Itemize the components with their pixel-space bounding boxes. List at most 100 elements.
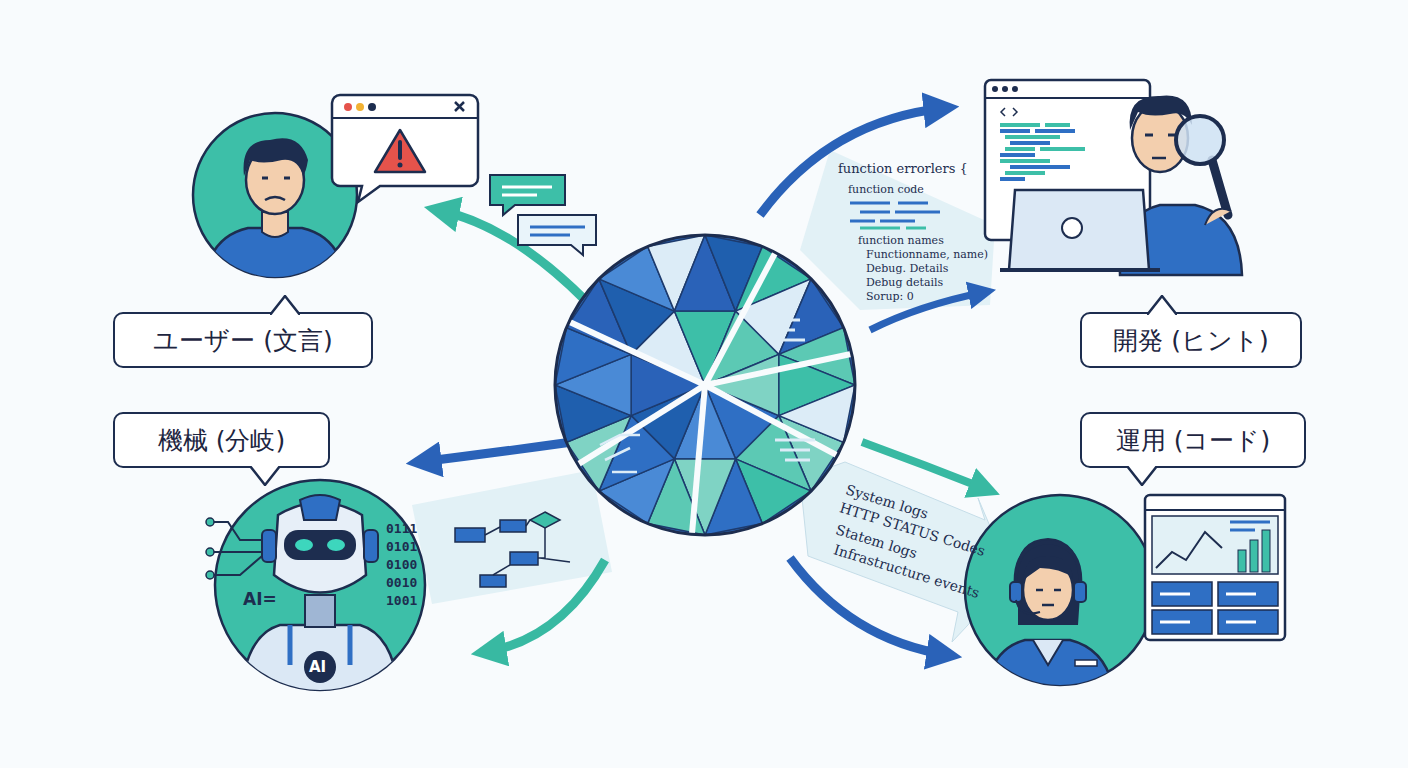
operator-figure <box>1016 542 1081 590</box>
ai-badge: AI <box>309 659 326 676</box>
circuit-lines <box>206 571 214 579</box>
developer-figure <box>1009 190 1149 270</box>
robot-figure <box>295 539 313 551</box>
operator-figure <box>965 495 1285 700</box>
flow-ribbon <box>510 552 538 565</box>
user-figure <box>244 138 308 176</box>
circuit-lines <box>212 522 262 575</box>
flow-arrow <box>485 560 605 652</box>
faceted-sphere <box>600 435 640 472</box>
user-figure <box>193 95 478 290</box>
binary-digits: 1001 <box>386 594 417 608</box>
robot-figure <box>262 530 276 562</box>
code-line: Sorup: 0 <box>866 291 914 303</box>
faceted-sphere <box>555 235 856 538</box>
bubble-tail <box>250 466 280 486</box>
robot-figure <box>364 530 378 562</box>
faceted-sphere <box>760 320 815 460</box>
code-line: function errorlers { <box>838 162 968 176</box>
operator-figure <box>1016 600 1040 614</box>
flow-arrow <box>420 442 572 462</box>
user-figure <box>344 103 352 111</box>
chat-bubble <box>502 187 552 195</box>
user-figure <box>332 117 478 119</box>
faceted-sphere <box>555 235 855 535</box>
binary-digits: 0101 <box>386 540 417 554</box>
flow-ribbon <box>530 512 560 528</box>
robot-figure <box>300 495 340 520</box>
faceted-sphere <box>574 385 705 467</box>
code-ribbon <box>800 150 995 310</box>
robot-figure <box>305 595 335 627</box>
operator-figure <box>1145 509 1285 511</box>
developer-figure <box>992 86 998 92</box>
bubble-label: ユーザー (文言) <box>153 324 332 357</box>
user-figure <box>398 163 403 168</box>
flow-ribbon <box>500 520 526 532</box>
developer-figure <box>1062 218 1082 238</box>
code-line: function names <box>858 235 944 247</box>
operator-figure <box>1075 660 1097 666</box>
faceted-sphere <box>705 353 856 385</box>
faceted-sphere <box>705 385 841 457</box>
developer-figure <box>1152 157 1166 160</box>
code-line: Debug details <box>866 277 943 289</box>
bubble-label: 運用 (コード) <box>1116 424 1270 457</box>
operator-figure <box>1238 550 1246 572</box>
developer-figure <box>1001 108 1017 116</box>
developer-figure <box>1000 268 1160 272</box>
user-figure <box>205 212 345 290</box>
code-ribbon <box>800 150 995 310</box>
robot-figure <box>304 651 336 683</box>
flow-arrow <box>420 108 988 655</box>
robot-figure <box>215 480 425 690</box>
callout-bubble: 機械 (分岐) <box>113 412 330 468</box>
chat-bubble <box>530 227 585 235</box>
developer-figure <box>985 80 1242 275</box>
operator-figure <box>1074 582 1086 602</box>
robot-figure <box>215 480 425 700</box>
flow-ribbon <box>485 520 570 575</box>
user-figure <box>356 103 364 111</box>
faceted-sphere <box>779 385 855 442</box>
faceted-sphere <box>555 235 855 535</box>
binary-digits: 0100 <box>386 558 417 572</box>
circuit-lines <box>206 518 214 526</box>
callout-bubble: ユーザー (文言) <box>113 312 373 368</box>
robot-figure <box>284 530 356 560</box>
operator-figure <box>1033 640 1063 665</box>
code-line: function code <box>848 184 924 196</box>
chat-bubble <box>490 175 596 255</box>
developer-figure <box>985 97 1150 99</box>
operator-figure <box>1152 516 1278 574</box>
chat-bubble <box>518 215 596 255</box>
flow-ribbon <box>412 470 612 604</box>
code-bars <box>850 203 940 221</box>
code-line: Debug. Details <box>866 263 948 275</box>
robot-figure <box>240 625 400 700</box>
user-figure <box>455 102 464 111</box>
circuit-lines <box>206 548 214 556</box>
user-figure <box>262 177 290 180</box>
faceted-sphere <box>555 235 855 535</box>
operator-figure <box>1145 495 1285 640</box>
operator-figure <box>1262 530 1270 572</box>
operator-figure <box>985 640 1115 700</box>
operator-figure <box>1010 582 1022 602</box>
operator-figure <box>1023 556 1073 580</box>
user-figure <box>265 197 285 200</box>
operator-figure <box>1230 522 1270 530</box>
flow-ribbon <box>480 575 506 587</box>
developer-figure <box>1176 116 1224 164</box>
binary-digits: 0010 <box>386 576 417 590</box>
faceted-sphere <box>565 320 705 385</box>
operator-figure <box>985 640 1115 700</box>
user-figure <box>262 212 288 237</box>
flow-ribbon <box>412 470 612 604</box>
bubble-tail <box>270 295 300 315</box>
ai-tag: AI= <box>243 590 277 609</box>
bubble-label: 機械 (分岐) <box>158 424 285 457</box>
